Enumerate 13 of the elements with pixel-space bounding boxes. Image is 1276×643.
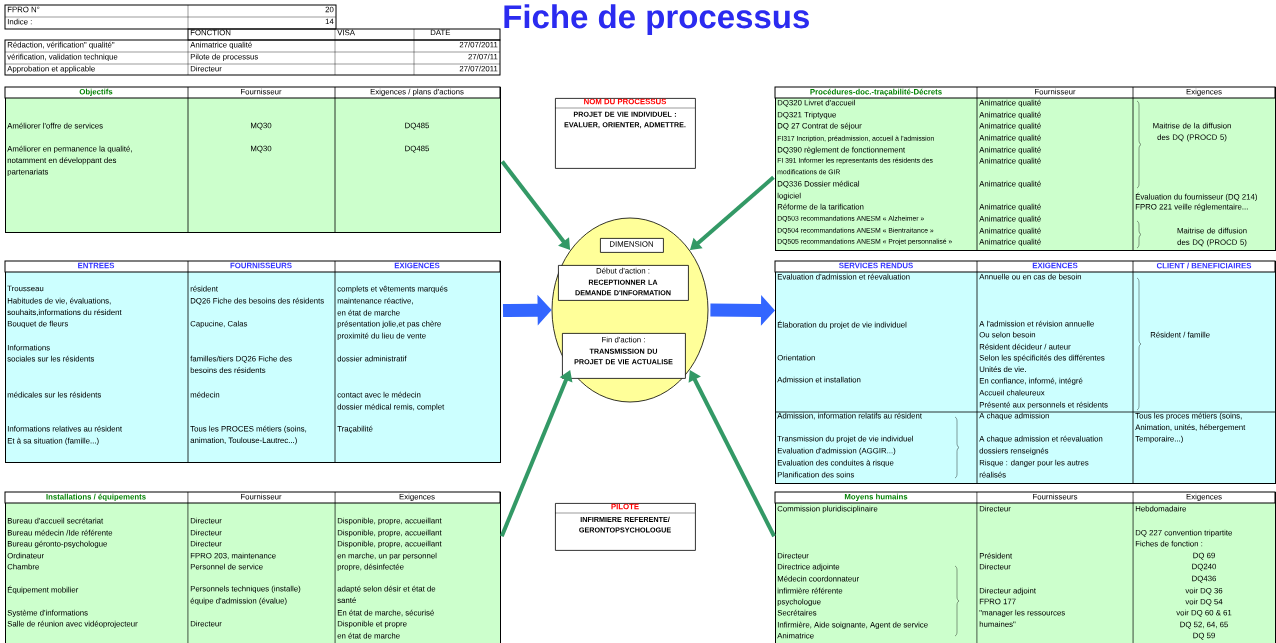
table — [774, 260, 1276, 484]
table — [4, 260, 501, 463]
table — [774, 491, 1276, 643]
label-box — [554, 503, 696, 551]
label-box — [554, 98, 696, 169]
table — [4, 491, 501, 643]
action-box — [558, 265, 689, 301]
table — [774, 86, 1276, 251]
title: Fiche de processus — [504, 4, 809, 35]
table — [4, 86, 501, 233]
dimension-box — [600, 238, 664, 253]
table — [4, 4, 501, 76]
action-box — [562, 333, 686, 379]
